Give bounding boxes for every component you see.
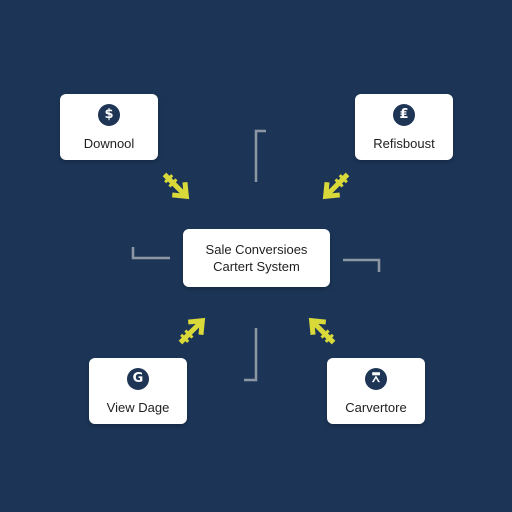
node-label: Carvertore — [345, 399, 407, 415]
center-node-line2: Cartert System — [213, 259, 300, 274]
node-carvertore[interactable]: ⩞ Carvertore — [327, 358, 425, 424]
arrow-top-right — [322, 172, 350, 200]
node-label: Downool — [83, 135, 135, 151]
bracket-left — [131, 247, 170, 260]
bracket-right — [343, 258, 381, 272]
arrow-bottom-left — [178, 317, 206, 345]
arrow-top-left — [162, 172, 190, 200]
arrow-bottom-right — [308, 317, 336, 345]
page-icon: G — [127, 367, 149, 390]
node-downool[interactable]: $ Downool — [60, 94, 158, 160]
dollar-icon: $ — [98, 103, 120, 126]
node-view-dage[interactable]: G View Dage — [89, 358, 187, 424]
center-node[interactable]: Sale Conversioes Cartert System — [183, 229, 330, 287]
node-refisboust[interactable]: ₤ Refisboust — [355, 94, 453, 160]
node-label: View Dage — [106, 399, 170, 415]
bracket-top — [254, 129, 266, 182]
bracket-bottom — [244, 328, 258, 382]
tower-icon: ⩞ — [365, 367, 387, 390]
center-node-line1: Sale Conversioes — [205, 242, 308, 257]
document-icon: ₤ — [393, 103, 415, 126]
node-label: Refisboust — [373, 135, 435, 151]
